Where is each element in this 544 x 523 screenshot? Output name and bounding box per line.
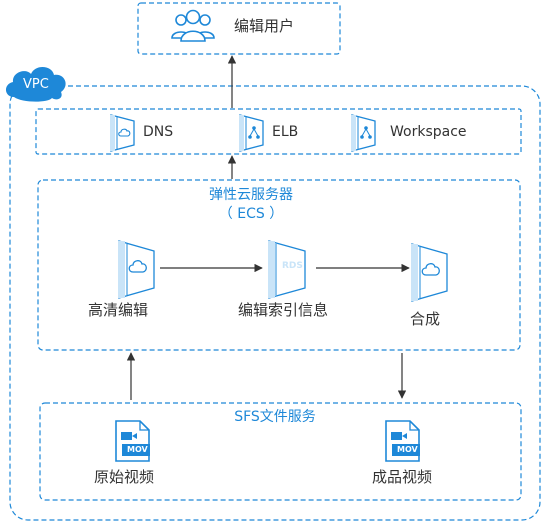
ecs-node-label-compose: 合成 — [409, 310, 441, 328]
compose-server-icon — [411, 243, 448, 302]
mov-badge-right: MOV — [397, 445, 418, 454]
mov-file-icon-left — [115, 420, 150, 462]
workspace-server-icon — [351, 114, 376, 152]
sfs-box — [39, 402, 522, 501]
mov-file-icon-right — [385, 420, 420, 462]
user-box — [137, 2, 341, 55]
vpc-label: VPC — [23, 77, 49, 92]
ecs-title: 弹性云服务器 — [209, 187, 293, 203]
file-label-original: 原始视频 — [93, 468, 155, 486]
ecs-box — [37, 179, 521, 351]
cloud-icon — [5, 66, 66, 102]
edit-server-icon — [118, 240, 155, 299]
rds-badge: RDS — [282, 261, 303, 271]
mov-badge-left: MOV — [127, 445, 148, 454]
users-icon — [171, 9, 215, 42]
network-box — [35, 108, 522, 155]
ecs-subtitle: （ ECS ） — [218, 206, 284, 222]
vpc-boundary — [9, 85, 541, 521]
ecs-node-label-index: 编辑索引信息 — [237, 301, 329, 319]
file-label-final: 成品视频 — [371, 468, 433, 486]
network-label-workspace: Workspace — [390, 124, 467, 140]
user-label: 编辑用户 — [234, 17, 295, 35]
network-label-elb: ELB — [272, 124, 299, 140]
sfs-title: SFS文件服务 — [234, 409, 316, 425]
ecs-node-label-edit: 高清编辑 — [87, 301, 149, 319]
rds-server-icon — [268, 240, 306, 299]
elb-server-icon — [239, 114, 264, 152]
dns-server-icon — [110, 114, 135, 152]
network-label-dns: DNS — [143, 124, 174, 140]
